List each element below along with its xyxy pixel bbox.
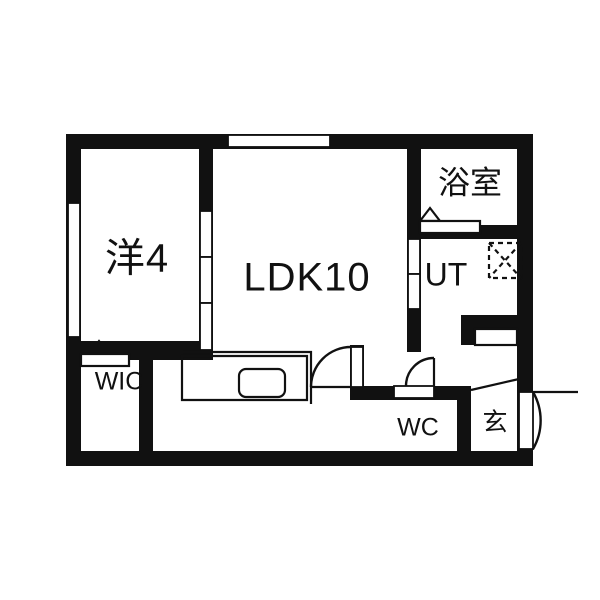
ut-shelf: [473, 327, 519, 347]
bedroom-access-marker: [79, 339, 131, 368]
room-area-bedroom: [81, 149, 199, 341]
genkan-step-line: [470, 377, 520, 392]
room-area-ldk-lower: [139, 352, 407, 451]
sliding-door-ldk-ut-panel-1: [407, 238, 421, 275]
room-area-ut: [421, 239, 517, 315]
kitchen-counter-back: [183, 350, 313, 404]
bath-access-marker: [417, 206, 482, 235]
wall-ut-notch: [461, 315, 475, 345]
sliding-door-bedroom-ldk-panel-3: [199, 302, 213, 351]
room-area-genkan: [470, 390, 517, 451]
room-label-bedroom: 洋4: [105, 237, 169, 281]
room-area-wic: [81, 360, 139, 451]
sliding-door-ldk-ut-panel-2: [407, 273, 421, 310]
door-entrance[interactable]: [518, 390, 578, 450]
sliding-door-bedroom-ldk-panel-2: [199, 256, 213, 304]
room-label-utility: UT: [425, 256, 468, 292]
wall-wic-right: [139, 345, 153, 451]
room-area-hall: [407, 345, 517, 390]
kitchen-sink: [237, 367, 287, 399]
door-wc[interactable]: [393, 356, 436, 399]
fixtures: [79, 206, 523, 404]
room-label-bath: 浴室: [438, 164, 502, 200]
sliding-door-bedroom-ldk-panel-1: [199, 210, 213, 258]
room-label-entrance: 玄: [482, 409, 507, 437]
window-top-ldk: [227, 134, 331, 148]
windows: [67, 134, 331, 338]
room-area-wc: [385, 398, 457, 451]
window-left-bedroom: [67, 202, 81, 338]
room-area-ldk: [213, 149, 407, 352]
room-area-bath: [421, 149, 517, 225]
kitchen-counter: [180, 354, 309, 402]
wall-ut-bottom: [407, 315, 421, 345]
room-labels: 洋4 LDK10 浴室 UT WIC WC 玄: [95, 164, 508, 441]
room-label-ldk: LDK10: [243, 256, 370, 300]
room-label-closet: WIC: [95, 368, 144, 396]
washing-machine-slot: [487, 241, 523, 280]
room-label-toilet: WC: [397, 414, 439, 442]
sliding-doors[interactable]: [199, 210, 421, 351]
wall-wc-right: [457, 386, 471, 451]
